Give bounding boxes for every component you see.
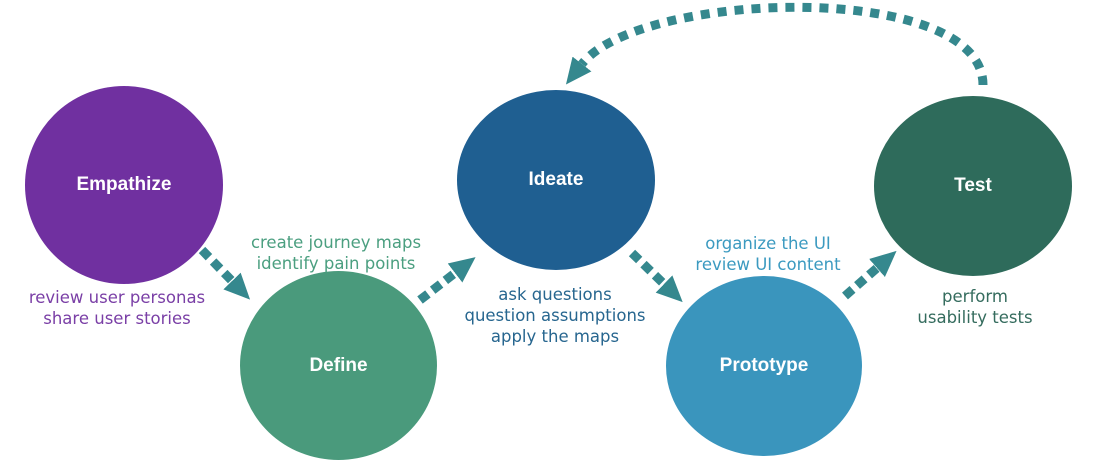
note-empathize-1: review user personas [28, 288, 206, 307]
stage-ideate: Ideate [457, 90, 655, 270]
notes-ideate: ask questions question assumptions apply… [448, 284, 662, 347]
stage-label-ideate: Ideate [528, 169, 584, 190]
stage-prototype: Prototype [666, 276, 862, 456]
note-empathize-2: share user stories [43, 309, 191, 328]
notes-prototype: organize the UI review UI content [668, 233, 868, 275]
arrow-ideate-to-prototype [628, 249, 683, 303]
notes-define: create journey maps identify pain points [236, 232, 436, 274]
note-test-2: usability tests [917, 308, 1033, 327]
stage-label-empathize: Empathize [76, 174, 172, 195]
note-prototype-2: review UI content [695, 255, 841, 274]
stage-define: Define [240, 271, 437, 460]
arrow-define-to-ideate [417, 257, 476, 304]
arrow-test-loop-to-ideate [565, 2, 988, 86]
note-ideate-3: apply the maps [490, 327, 620, 346]
stage-label-test: Test [954, 175, 992, 196]
stage-label-prototype: Prototype [719, 355, 809, 376]
note-prototype-1: organize the UI [705, 234, 831, 253]
stage-empathize: Empathize [25, 86, 223, 284]
note-ideate-1: ask questions [498, 285, 612, 304]
note-define-1: create journey maps [250, 233, 422, 252]
note-test-1: perform [942, 287, 1008, 306]
arrow-prototype-to-test [842, 250, 897, 300]
arrow-empathize-to-define [198, 246, 251, 300]
note-define-2: identify pain points [256, 254, 416, 273]
notes-empathize: review user personas share user stories [14, 287, 220, 329]
notes-test: perform usability tests [890, 286, 1060, 328]
stage-test: Test [874, 96, 1072, 276]
stage-label-define: Define [309, 354, 368, 376]
note-ideate-2: question assumptions [464, 306, 646, 325]
